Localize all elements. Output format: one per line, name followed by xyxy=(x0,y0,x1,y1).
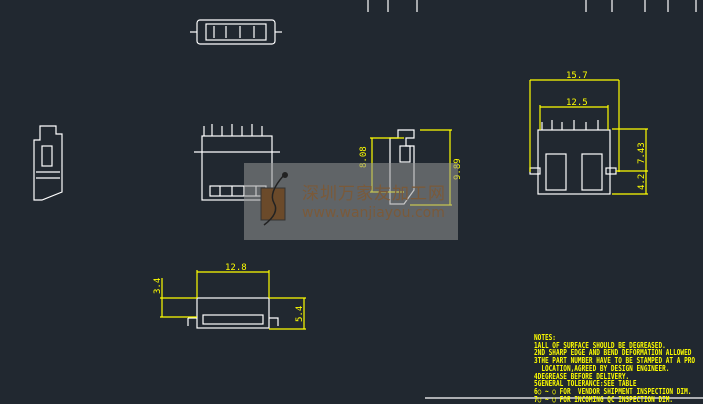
note-line: 4DEGREASE BEFORE DELIVERY. xyxy=(534,371,630,381)
note-line: 3THE PART NUMBER HAVE TO BE STAMPED AT A… xyxy=(534,356,696,366)
dim-bottom-left: 3.4 xyxy=(153,278,163,294)
left-side-view xyxy=(33,125,63,201)
watermark-chinese: 深圳万家友加工网 xyxy=(302,184,446,204)
dim-outer-width: 15.7 xyxy=(566,71,588,81)
dim-inner-width: 12.5 xyxy=(566,98,588,108)
watermark-url: www.wanjiayou.com xyxy=(302,205,445,221)
note-line: LOCATION,AGREED BY DESIGN ENGINEER. xyxy=(534,363,670,373)
right-front-view: 15.7 12.5 7.43 4.2 xyxy=(529,71,648,195)
dim-bottom-width: 12.8 xyxy=(225,263,247,273)
notes-block: NOTES:1ALL OF SURFACE SHOULD BE DEGREASE… xyxy=(534,334,695,403)
frame-ticks xyxy=(367,0,703,399)
note-line: 2ND SHARP EDGE AND BEND DEFORMATION ALLO… xyxy=(534,348,692,358)
dim-bottom-right: 5.4 xyxy=(295,306,305,322)
dim-side-left: 8.08 xyxy=(359,146,369,168)
watermark: 深圳万家友加工网 www.wanjiayou.com xyxy=(244,163,458,240)
dim-side-right: 9.89 xyxy=(453,158,463,180)
note-line: 6○ ~ ○ FOR VENDOR SHIPMENT INSPECTION DI… xyxy=(534,386,692,396)
dim-lower-height: 4.2 xyxy=(637,174,647,190)
top-view xyxy=(190,19,282,45)
bottom-view: 12.8 3.4 5.4 xyxy=(153,263,306,330)
note-line: 5GENERAL TOLERANCE:SEE TABLE xyxy=(534,379,637,389)
note-line: 1ALL OF SURFACE SHOULD BE DEGREASED. xyxy=(534,340,666,350)
dim-upper-height: 7.43 xyxy=(637,142,647,164)
notes-title: NOTES: xyxy=(534,333,556,342)
watermark-logo-icon xyxy=(260,172,288,226)
note-line: 7○ ~ ○ FOR INCOMING QC INSPECTION DIM. xyxy=(534,394,674,404)
